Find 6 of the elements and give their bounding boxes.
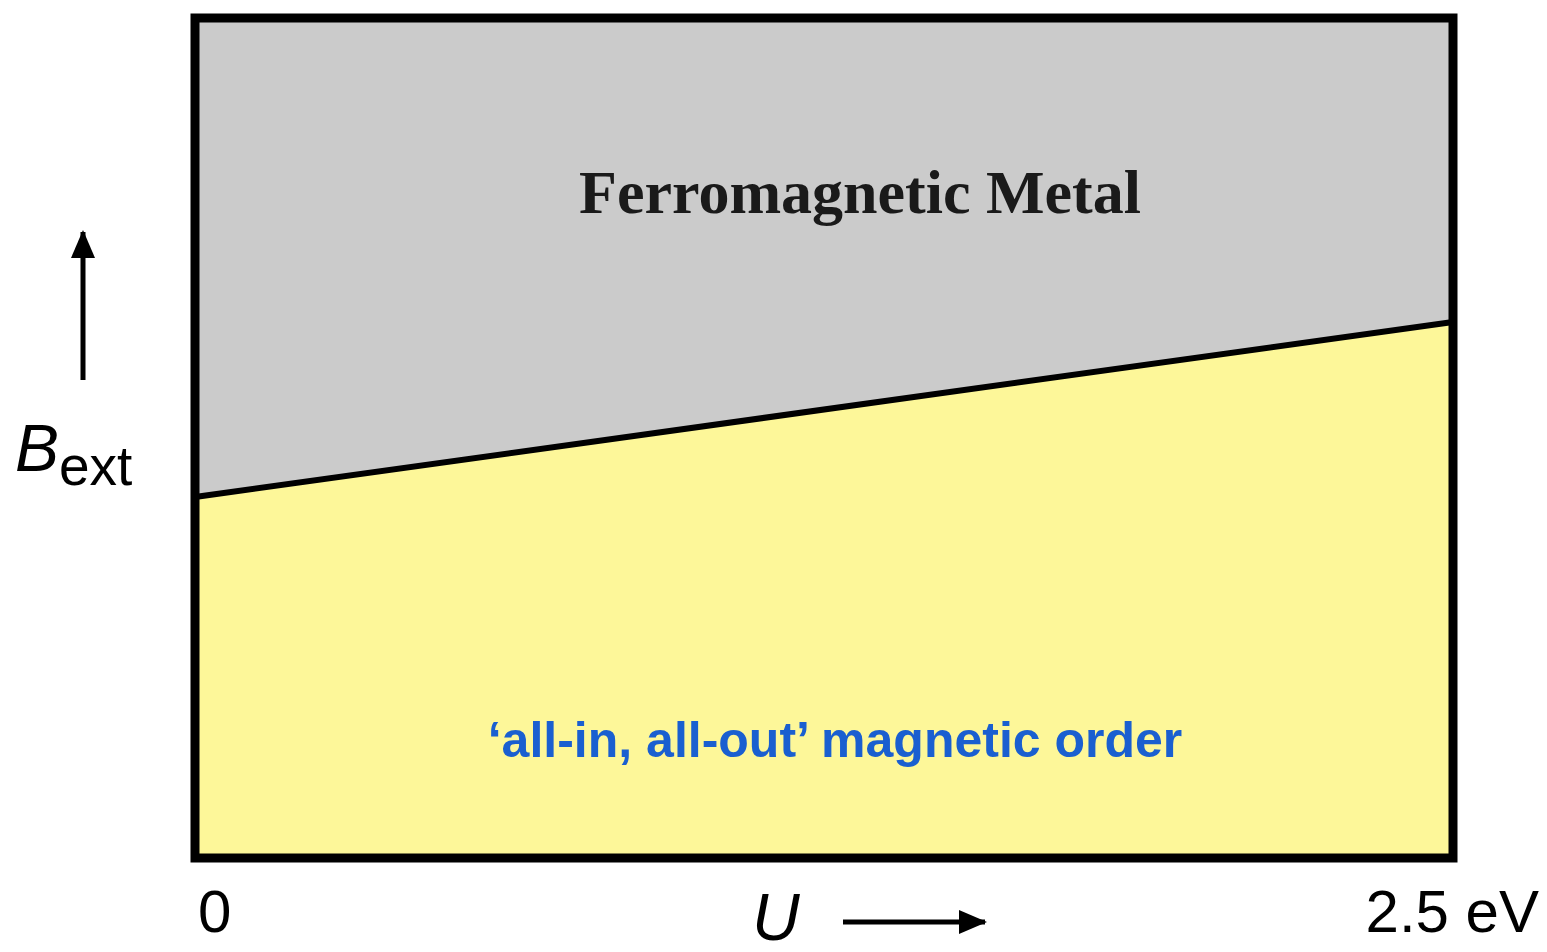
axis-label: U [752,884,800,950]
region-label: Ferromagnetic Metal [579,156,1141,228]
axis-label: B$_{ext}$ [15,415,133,495]
region-label: ‘all-in, all-out’ magnetic order [487,711,1183,769]
tick-label: 0 [198,882,232,942]
tick-label: 2.5 eV [1365,882,1539,942]
